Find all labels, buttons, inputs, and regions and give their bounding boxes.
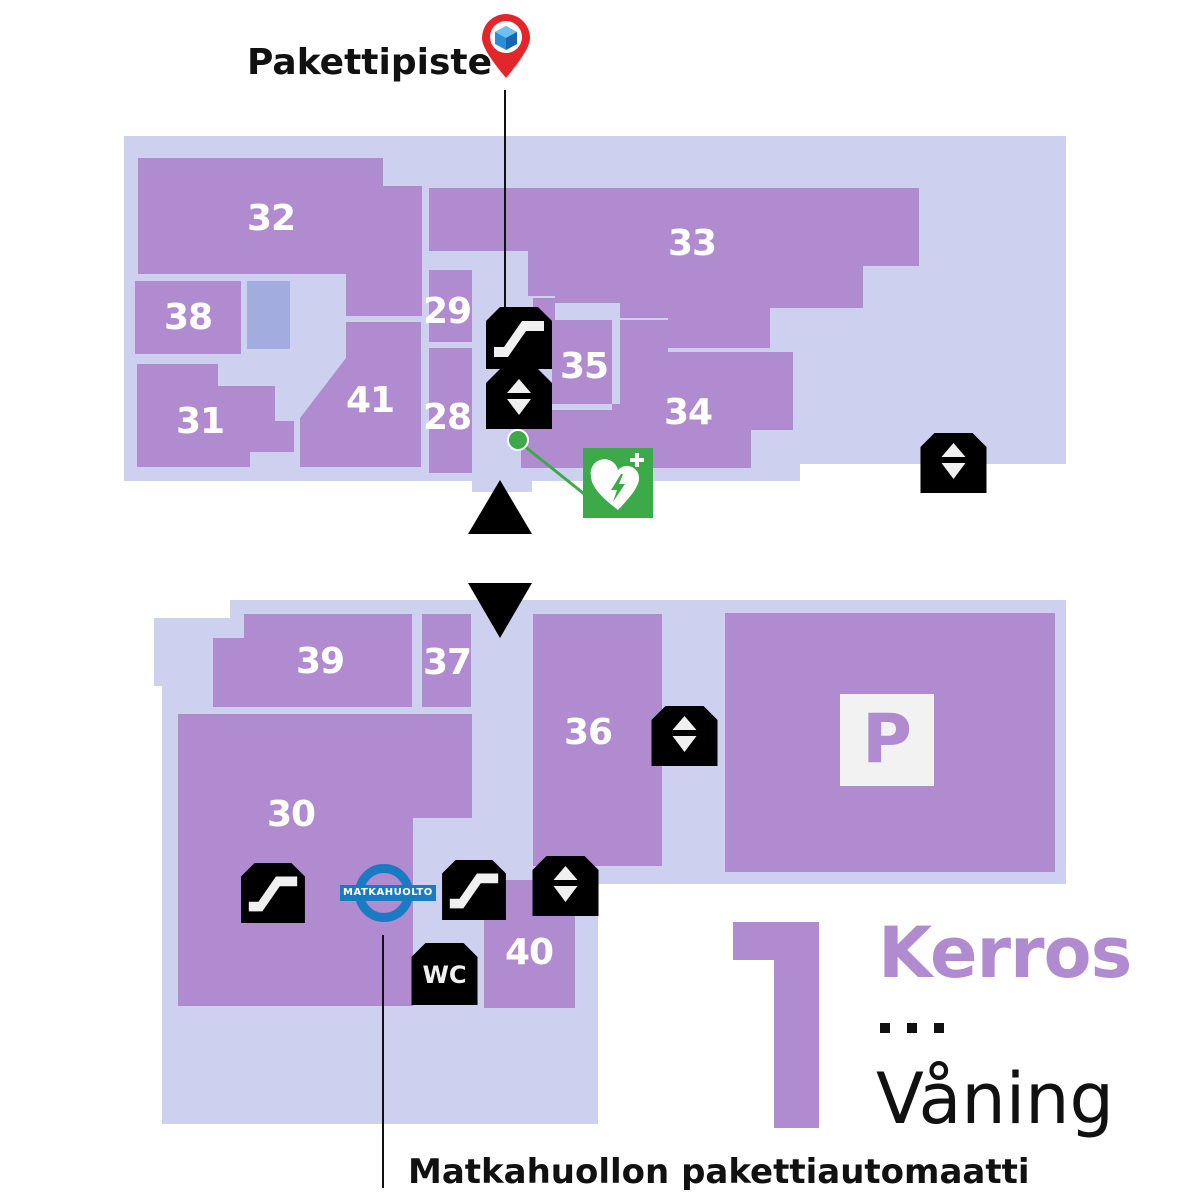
elevator-icon[interactable] [651, 706, 718, 766]
elevator-icon[interactable] [486, 369, 552, 429]
unit-33-shape[interactable] [429, 188, 919, 348]
unit-40-label[interactable]: 40 [504, 932, 554, 973]
floor-name-finnish: Kerros [878, 912, 1132, 994]
unit-34-shape[interactable] [521, 320, 793, 468]
unit-41-label[interactable]: 41 [345, 380, 395, 421]
unit-39-label[interactable]: 39 [295, 641, 345, 682]
unit-31-label[interactable]: 31 [175, 401, 225, 442]
aed-defibrillator-icon[interactable] [583, 448, 653, 518]
unit-38-label[interactable]: 38 [163, 297, 213, 338]
unit-29-shape[interactable] [429, 270, 472, 342]
wc-label: WC [422, 961, 467, 989]
unit-36-label[interactable]: 36 [563, 712, 613, 753]
wc-restroom-icon[interactable]: WC [411, 943, 478, 1005]
unit-33-label[interactable]: 33 [667, 223, 717, 264]
matkahuolto-locker-label: Matkahuollon pakettiautomaatti [408, 1152, 1030, 1192]
unit-34-label[interactable]: 34 [663, 392, 713, 433]
matkahuolto-logo-label[interactable]: MATKAHUOLTO [340, 885, 436, 901]
void-area [247, 281, 290, 349]
lower-building [154, 600, 1066, 1124]
unit-36-shape[interactable] [533, 614, 662, 866]
unit-30-shape[interactable] [178, 714, 472, 1006]
elevator-icon[interactable] [532, 856, 599, 916]
location-pin-icon[interactable] [482, 14, 530, 78]
escalator-icon[interactable] [240, 863, 306, 923]
unit-30-label[interactable]: 30 [266, 794, 316, 835]
parking-sign-icon[interactable]: P [840, 694, 934, 786]
escalator-icon[interactable] [441, 860, 507, 920]
aed-leader-line [517, 439, 589, 499]
pakettipiste-label: Pakettipiste [247, 42, 493, 83]
unit-39-shape[interactable] [213, 614, 412, 707]
aed-location-dot [507, 429, 529, 451]
unit-28-label[interactable]: 28 [422, 397, 472, 438]
unit-37-shape[interactable] [422, 614, 471, 707]
unit-31-shape[interactable] [137, 364, 294, 467]
escalator-icon[interactable] [486, 307, 552, 369]
floor-number-glyph [733, 922, 819, 1128]
unit-41-shape[interactable] [300, 322, 421, 467]
unit-35-label[interactable]: 35 [559, 346, 609, 387]
unit-37-label[interactable]: 37 [422, 642, 472, 683]
floor-separator [880, 1002, 946, 1042]
unit-32-label[interactable]: 32 [246, 198, 296, 239]
arrow-down-icon [468, 583, 532, 638]
upper-building [124, 136, 1066, 492]
arrow-up-icon [468, 480, 532, 534]
unit-32-shape[interactable] [138, 158, 422, 316]
unit-38-shape[interactable] [135, 281, 241, 354]
unit-35-shape[interactable] [552, 320, 612, 404]
elevator-icon[interactable] [920, 433, 987, 493]
unit-28-shape[interactable] [429, 348, 472, 473]
unit-29-label[interactable]: 29 [422, 291, 472, 332]
floor-name-swedish: Våning [876, 1058, 1114, 1140]
